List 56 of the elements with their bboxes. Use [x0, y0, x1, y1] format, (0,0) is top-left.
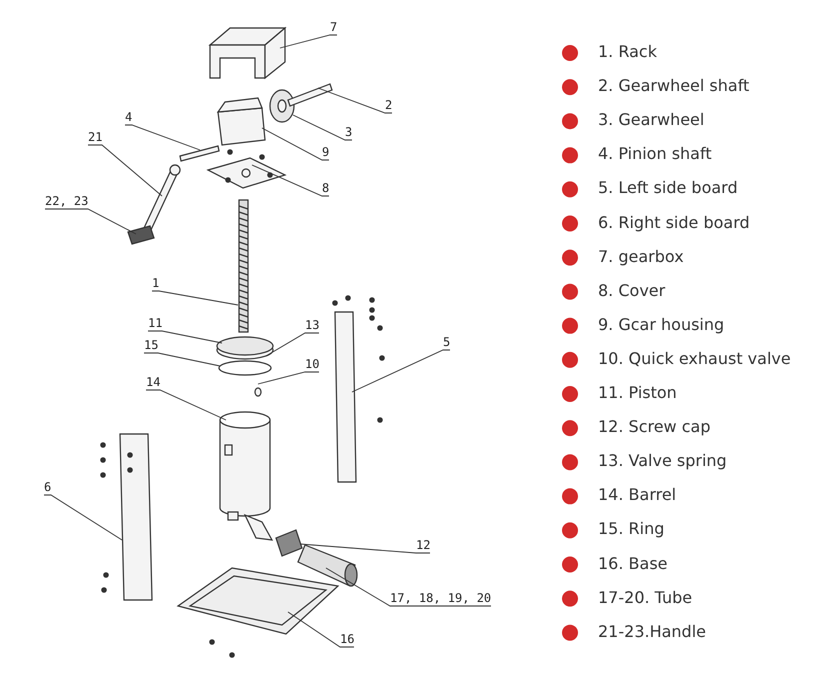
leader-line	[146, 390, 226, 420]
leader-line	[44, 208, 136, 234]
callout-number: 10	[305, 357, 320, 371]
leader-line	[262, 128, 330, 160]
callout-number: 21	[88, 130, 102, 144]
leader-line	[292, 114, 352, 140]
legend-label: 2. Gearwheel shaft	[598, 76, 750, 96]
legend-label: 10. Quick exhaust valve	[598, 348, 791, 369]
callout-number: 6	[44, 480, 52, 494]
legend-label: 15. Ring	[598, 519, 664, 540]
callout-number: 5	[443, 335, 450, 349]
callout-number: 7	[330, 20, 338, 34]
legend-label: 11. Piston	[598, 383, 677, 403]
callout-number: 13	[305, 318, 320, 332]
callout-number: 17, 18, 19, 20	[390, 591, 492, 605]
legend-label: 5. Left side board	[598, 178, 738, 198]
leader-line	[44, 494, 122, 540]
callout-number: 16	[340, 632, 354, 646]
callout-number: 12	[416, 538, 430, 552]
leader-line	[326, 568, 492, 606]
callout-number: 3	[345, 125, 352, 139]
legend-label: 12. Screw cap	[598, 417, 710, 438]
leader-line	[252, 164, 330, 196]
legend-label: 4. Pinion shaft	[598, 144, 712, 164]
callout-number: 1	[152, 276, 160, 290]
leader-line	[152, 290, 238, 306]
legend-label: 21-23.Handle	[598, 622, 706, 642]
callout-number: 15	[144, 338, 158, 352]
callout-number: 8	[322, 181, 330, 195]
leader-line	[144, 352, 220, 366]
leader-line	[352, 350, 450, 392]
legend-label: 7. gearbox	[598, 246, 684, 267]
callout-number: 11	[148, 316, 162, 330]
legend-label: 9. Gcar housing	[598, 314, 724, 335]
leader-line	[148, 330, 222, 344]
legend-label: 1. Rack	[598, 42, 657, 62]
callout-number: 14	[146, 375, 160, 389]
legend-label: 3. Gearwheel	[598, 110, 704, 130]
leader-line	[300, 544, 430, 554]
leader-line	[288, 612, 354, 648]
leader-line	[88, 144, 162, 196]
legend-label: 8. Cover	[598, 280, 666, 301]
legend-label: 17-20. Tube	[598, 588, 692, 608]
leader-line	[318, 88, 392, 114]
callout-number: 4	[125, 110, 132, 124]
leader-line	[266, 332, 320, 356]
legend-label: 6. Right side board	[598, 212, 750, 232]
leader-line	[280, 34, 338, 48]
callout-number: 9	[322, 145, 330, 159]
leader-line	[124, 124, 200, 150]
legend-label: 13. Valve spring	[598, 451, 727, 472]
leader-line	[258, 372, 320, 384]
legend-label: 14. Barrel	[598, 485, 676, 506]
legend-label: 16. Base	[598, 554, 668, 574]
callout-number: 22, 23	[45, 194, 88, 208]
callout-number: 2	[385, 98, 392, 112]
